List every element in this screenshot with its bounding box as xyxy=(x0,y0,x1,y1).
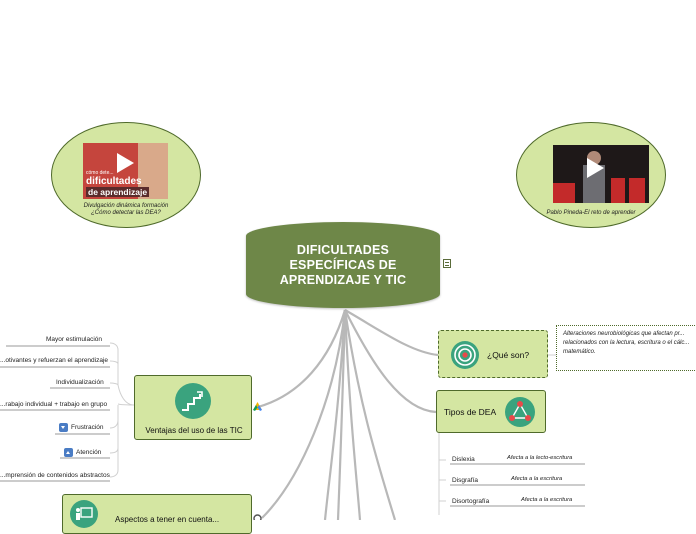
target-icon xyxy=(451,341,479,369)
tipo-desc[interactable]: Afecta a la lecto-escritura xyxy=(507,455,573,461)
ventaja-item[interactable]: ...mprensión de contenidos abstractos xyxy=(0,472,110,479)
network-icon xyxy=(505,397,535,427)
topic-que-son[interactable]: ¿Qué son? xyxy=(438,330,548,378)
topic-ventajas[interactable]: Ventajas del uso de las TIC xyxy=(134,375,252,440)
video-bubble-dea[interactable]: cómo dete... dificultades de aprendizaje… xyxy=(51,122,201,228)
drive-icon[interactable] xyxy=(253,402,262,411)
video-thumbnail[interactable]: cómo dete... dificultades de aprendizaje xyxy=(83,143,168,199)
ventaja-item[interactable]: Individualización xyxy=(56,379,104,386)
tipo-desc[interactable]: Afecta a la escritura xyxy=(521,497,573,503)
stairs-icon xyxy=(175,383,211,419)
topic-tipos-dea[interactable]: Tipos de DEA xyxy=(436,390,546,433)
connector-lines xyxy=(0,309,585,520)
thumb-title-line-1: dificultades xyxy=(86,176,142,187)
play-icon[interactable] xyxy=(587,158,604,178)
video-bubble-pineda[interactable]: Pablo Pineda-El reto de aprender xyxy=(516,122,666,228)
play-icon[interactable] xyxy=(117,153,134,173)
central-topic-title: DIFICULTADES ESPECÍFICAS DE APRENDIZAJE … xyxy=(279,242,407,287)
arrow-down-icon xyxy=(59,423,68,432)
thumb-title-line-2: de aprendizaje xyxy=(86,187,150,197)
tipo-name[interactable]: Disortografía xyxy=(452,498,490,505)
settings-icon[interactable] xyxy=(253,514,262,520)
presentation-icon xyxy=(70,500,98,528)
notes-icon[interactable] xyxy=(443,259,451,268)
arrow-up-icon xyxy=(64,448,73,457)
topic-aspectos[interactable]: Aspectos a tener en cuenta... xyxy=(62,494,252,534)
ventaja-item-label: Atención xyxy=(76,449,102,457)
ventaja-item[interactable]: Mayor estimulación xyxy=(46,336,102,343)
ventaja-item-atencion[interactable]: Atención xyxy=(64,448,101,457)
central-topic[interactable]: DIFICULTADES ESPECÍFICAS DE APRENDIZAJE … xyxy=(246,222,440,308)
video-caption: Pablo Pineda-El reto de aprender xyxy=(546,210,636,216)
ventaja-item-frustracion[interactable]: Frustración xyxy=(59,423,104,432)
video-caption-line-2: ¿Cómo detectar las DEA? xyxy=(91,210,161,216)
que-son-description: Alteraciones neurobiológicas que afectan… xyxy=(563,331,690,355)
video-caption-line-1: Divulgación dinámica formación xyxy=(83,203,169,209)
topic-ventajas-title: Ventajas del uso de las TIC xyxy=(145,426,243,435)
ventaja-item-label: Frustración xyxy=(71,424,104,432)
ventaja-item[interactable]: ...rabajo individual + trabajo en grupo xyxy=(0,401,108,408)
tipo-name[interactable]: Dislexia xyxy=(452,456,475,463)
topic-tipos-dea-title: Tipos de DEA xyxy=(444,407,497,417)
video-thumbnail[interactable] xyxy=(553,145,649,203)
que-son-description-box[interactable]: Alteraciones neurobiológicas que afectan… xyxy=(556,325,696,371)
tipo-desc[interactable]: Afecta a la escritura xyxy=(511,476,563,482)
ventaja-item[interactable]: ...otivantes y refuerzan el aprendizaje xyxy=(0,357,109,364)
topic-que-son-title: ¿Qué son? xyxy=(487,350,530,360)
tipo-name[interactable]: Disgrafía xyxy=(452,477,479,484)
thumb-small-text: cómo dete... xyxy=(86,170,114,176)
